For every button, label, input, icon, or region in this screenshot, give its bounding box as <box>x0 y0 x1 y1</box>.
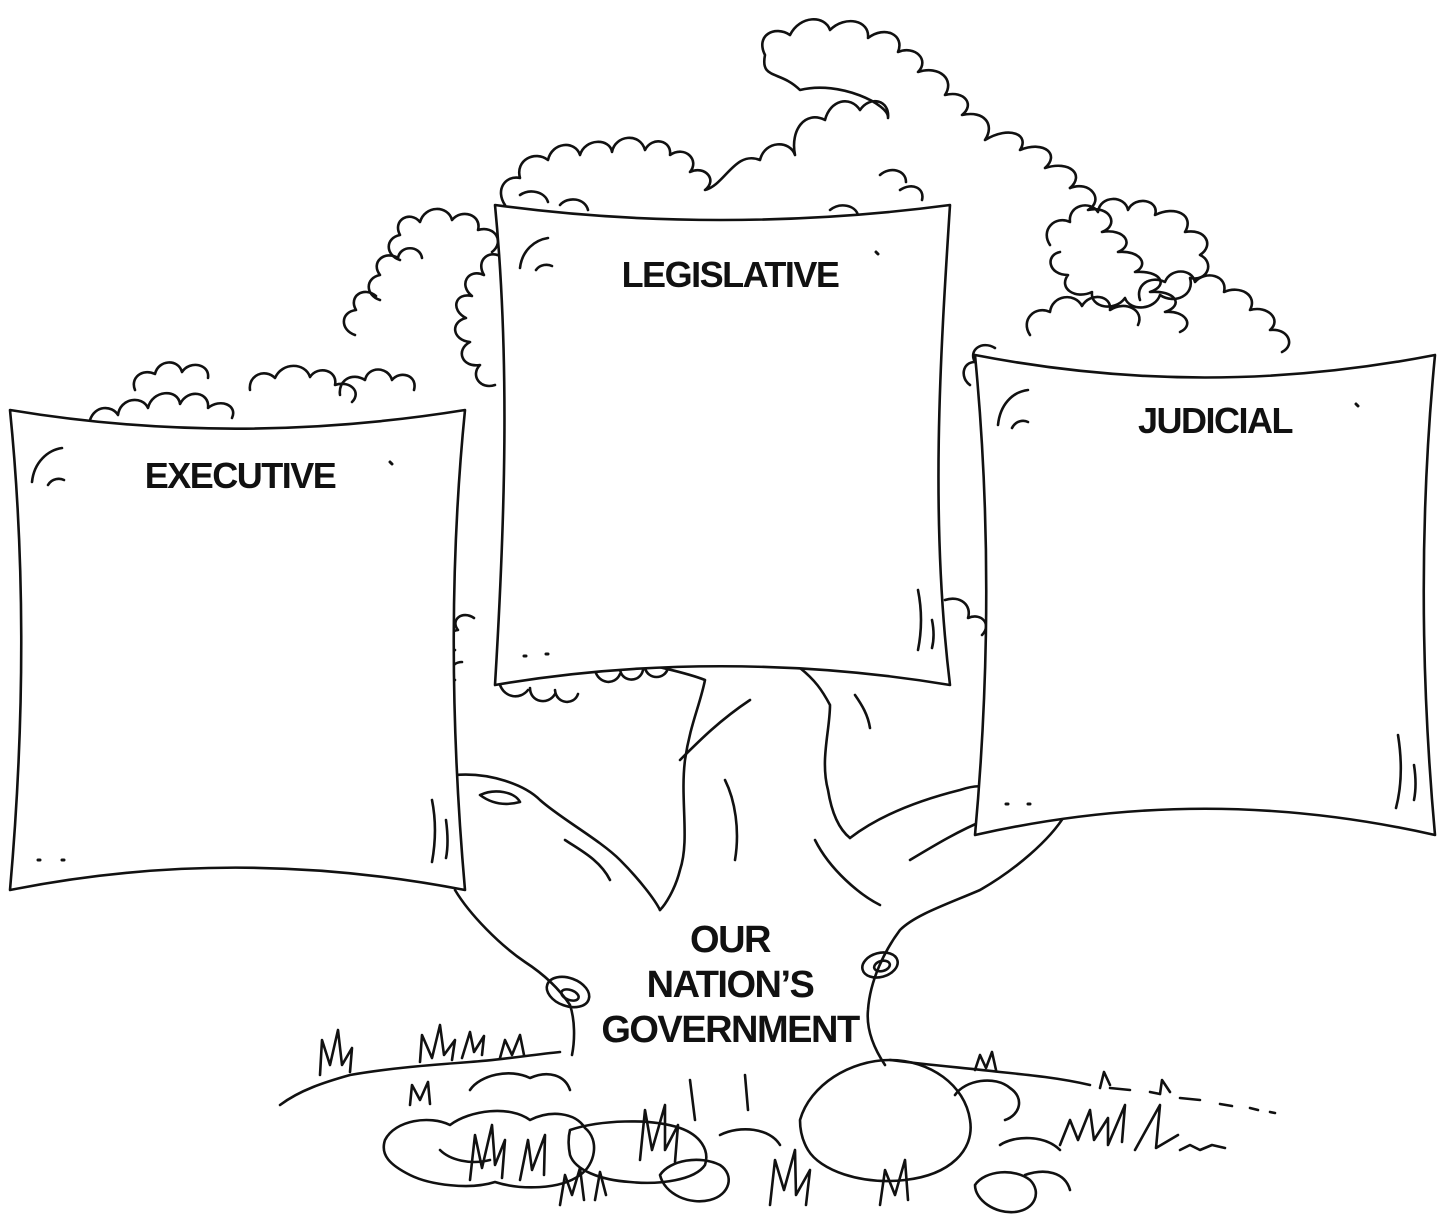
ground <box>280 1025 1275 1212</box>
trunk-title-line3: GOVERNMENT <box>570 1008 890 1053</box>
trunk-title-line1: OUR <box>570 918 890 963</box>
trunk-title-line2: NATION’S <box>570 963 890 1008</box>
trunk-title: OUR NATION’S GOVERNMENT <box>570 918 890 1053</box>
legislative-label: LEGISLATIVE <box>560 254 900 296</box>
judicial-label: JUDICIAL <box>1075 400 1355 442</box>
executive-label: EXECUTIVE <box>70 455 410 497</box>
